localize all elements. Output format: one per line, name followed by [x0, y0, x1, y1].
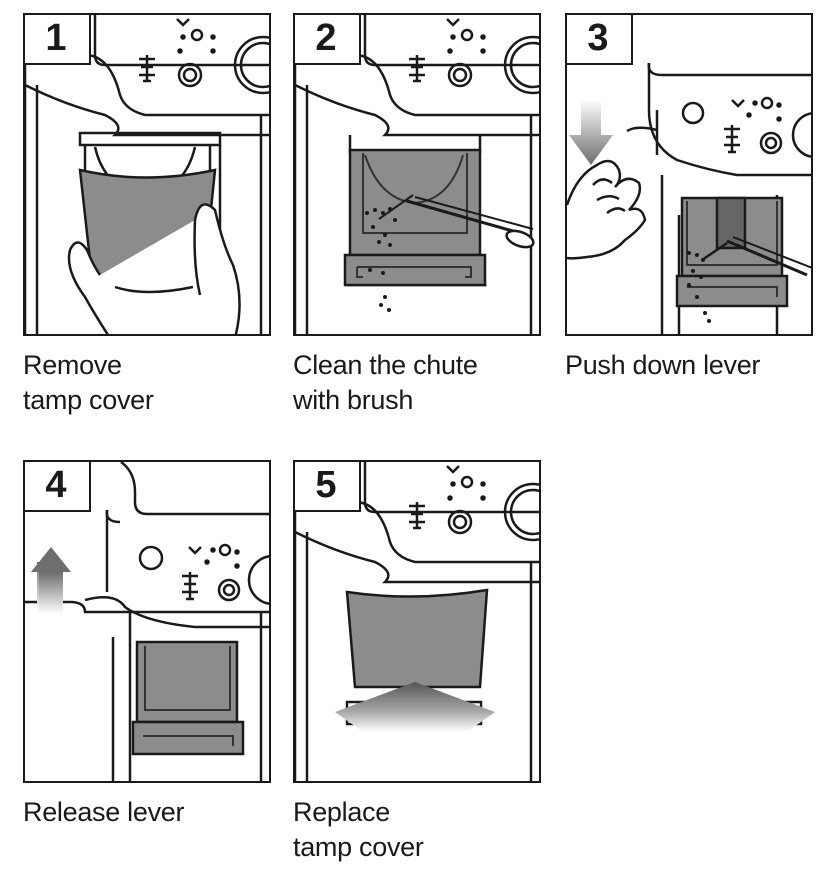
caption-line: Remove: [23, 350, 122, 380]
step-4-panel: 4: [23, 460, 271, 783]
caption-line: Release lever: [23, 797, 185, 827]
caption-line: tamp cover: [293, 832, 424, 862]
caption-line: Replace: [293, 797, 390, 827]
step-2-panel: 2: [293, 13, 541, 336]
step-5-panel: 5: [293, 460, 541, 783]
caption-line: tamp cover: [23, 385, 154, 415]
step-4-caption: Release lever: [23, 795, 184, 830]
replace-tamp-cover-illustration: [295, 462, 539, 781]
caption-line: Clean the chute: [293, 350, 478, 380]
step-3-caption: Push down lever: [565, 348, 760, 383]
caption-line: with brush: [293, 385, 414, 415]
remove-tamp-cover-illustration: [25, 15, 269, 334]
step-5-caption: Replace tamp cover: [293, 795, 424, 865]
step-number: 4: [25, 462, 91, 512]
step-2-caption: Clean the chute with brush: [293, 348, 478, 418]
brush-cleaning-illustration: [295, 15, 539, 334]
step-1-caption: Remove tamp cover: [23, 348, 154, 418]
step-number: 3: [567, 15, 633, 65]
release-lever-illustration: [25, 462, 269, 781]
step-number: 5: [295, 462, 361, 512]
push-lever-illustration: [567, 62, 811, 334]
caption-line: Push down lever: [565, 350, 761, 380]
step-number: 2: [295, 15, 361, 65]
step-1-panel: 1: [23, 13, 271, 336]
step-number: 1: [25, 15, 91, 65]
step-3-panel: 3: [565, 13, 813, 336]
